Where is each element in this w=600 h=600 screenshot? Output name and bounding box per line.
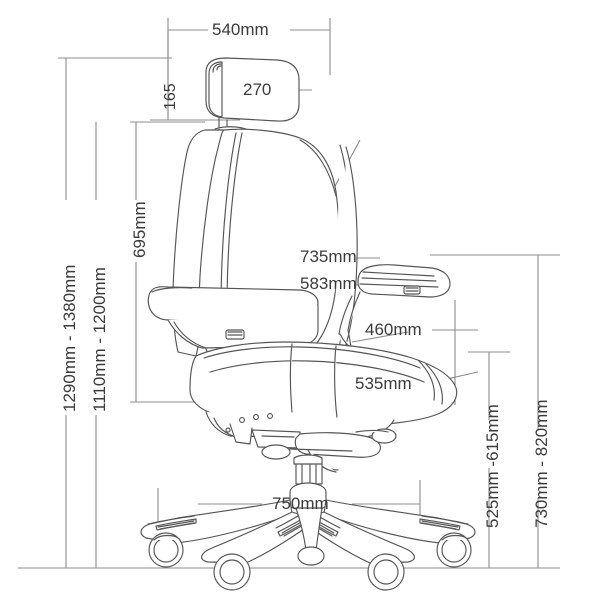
armrest-right-seam-2 <box>361 277 437 282</box>
base-center-caster <box>297 546 325 566</box>
base-arm-right-front <box>299 511 415 564</box>
armrest-left-adjuster-lines <box>227 331 243 336</box>
height-lever-knob <box>371 428 397 444</box>
tilt-lever-housing <box>294 432 381 458</box>
caster-right-front-inner <box>373 559 399 585</box>
dim-label-headrest-width: 270 <box>243 80 272 99</box>
base-arm-left-front <box>201 511 317 564</box>
gas-cylinder <box>295 461 323 485</box>
casters <box>148 532 472 591</box>
tilt-knob-left <box>261 444 291 460</box>
backrest-shoulder <box>299 139 337 197</box>
headrest-outline <box>205 57 300 122</box>
cylinder-collar <box>293 454 323 465</box>
caster-left-front-inner <box>219 559 245 585</box>
armrest-right-adjuster-lines <box>405 287 419 292</box>
base-tread-lines-1 <box>157 520 195 530</box>
mechanism-bracket-left <box>229 423 253 445</box>
armrest-right-seam-1 <box>362 271 435 277</box>
backrest-seam-right-2 <box>339 146 358 363</box>
mechanism-bolt-1 <box>239 417 245 423</box>
base-tread-lines-3 <box>421 520 459 530</box>
mechanism-bolt-2 <box>253 414 259 420</box>
armrest-right-seam-3 <box>359 283 439 288</box>
base-arm-left-rear <box>140 499 293 544</box>
dim-label-backrest-top-depth: 735mm <box>300 247 357 266</box>
dim-label-seat-height-range: 525mm -615mm <box>483 404 502 528</box>
headrest-fold-3 <box>216 65 222 71</box>
dim-label-backrest-height: 695mm <box>130 201 149 258</box>
seat-seam-vertical-2 <box>334 345 338 419</box>
dim-label-overall-height-range: 1290mm - 1380mm <box>60 264 79 412</box>
seat-right-edge-2 <box>425 363 443 405</box>
dim-label-overall-width-top: 540mm <box>212 20 269 39</box>
mechanism-bolt-4 <box>225 427 231 433</box>
mechanism-bolt-3 <box>267 413 273 419</box>
armrest-right-adjuster <box>403 285 421 295</box>
armrest-right-post <box>347 291 361 331</box>
armrest-left-top-seam <box>151 287 193 293</box>
dim-label-seat-depth: 535mm <box>355 374 412 393</box>
seat-right-edge <box>417 359 435 401</box>
tilt-rod <box>289 448 353 452</box>
armrest-right-post-2 <box>338 295 353 335</box>
dim-label-headrest-height: 165 <box>162 83 179 110</box>
headrest-fold-1 <box>208 61 223 118</box>
headrest-collar <box>214 126 247 130</box>
mechanism-plate-line <box>261 435 295 438</box>
armrest-left-support-edge <box>173 321 207 349</box>
base-arm-left-rear-top <box>147 515 195 525</box>
dim-label-base-diameter: 750mm <box>272 494 329 513</box>
caster-left-rear-fork <box>153 534 181 541</box>
dim-label-back-height-range: 1110mm - 1200mm <box>90 267 109 412</box>
leader-line-460 <box>351 331 409 343</box>
height-lever-arm <box>355 429 389 433</box>
dim-label-armrest-height-range: 730mm - 820mm <box>532 399 551 528</box>
base-arm-right-rear <box>323 499 476 544</box>
dim-label-seat-upper-depth: 460mm <box>365 320 422 339</box>
base-arm-right-rear-top <box>421 515 469 525</box>
caster-right-rear-fork <box>441 534 469 541</box>
chair-outline <box>140 57 476 591</box>
seat-mid-seam <box>209 360 425 383</box>
dim-label-armrest-depth: 583mm <box>300 274 357 293</box>
caster-right-rear-inner <box>441 537 467 563</box>
caster-left-rear-inner <box>153 537 179 563</box>
seat-seam-vertical-1 <box>289 343 293 413</box>
gas-cylinder-lines <box>301 461 317 485</box>
seat-front-seam <box>203 346 421 369</box>
